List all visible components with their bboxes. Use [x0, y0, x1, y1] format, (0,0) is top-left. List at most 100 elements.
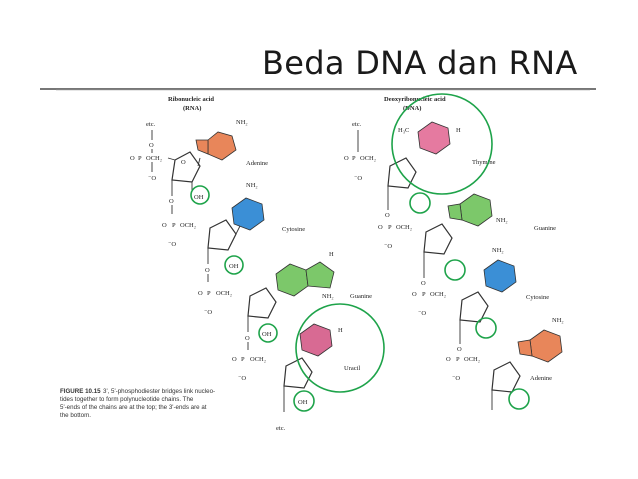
- rna-och2-1: OCH₂: [146, 155, 162, 162]
- rna-p-4: P: [241, 356, 245, 363]
- rna-bridge-o-3: O: [245, 335, 250, 342]
- rna-po-o: O: [130, 155, 135, 162]
- rna-ominus-1: ⁻O: [148, 175, 156, 182]
- caption-line-3: 5'-ends of the chains are at the top; th…: [60, 404, 207, 411]
- dna-och2-3: OCH₂: [430, 291, 446, 298]
- dna-deoxyribose-2: [423, 223, 453, 255]
- rna-och2-3: OCH₂: [216, 290, 232, 297]
- dna-deoxyribose-3: [459, 291, 489, 323]
- rna-p-2: P: [172, 222, 176, 229]
- dna-ominus-3: ⁻O: [418, 310, 426, 317]
- rna-oh-highlight-4: [293, 390, 315, 412]
- dna-h-1: H: [456, 127, 461, 134]
- rna-oh-highlight-1: [190, 185, 210, 205]
- rna-base-uracil: Uracil: [344, 365, 360, 372]
- dna-nh2-2: NH₂: [496, 217, 508, 224]
- caption-line-1: 3', 5'-phosphodiester bridges link nucle…: [103, 388, 215, 395]
- rna-ribose-4: [283, 357, 313, 389]
- dna-h-highlight-2: [444, 259, 466, 281]
- dna-p-4: P: [456, 356, 460, 363]
- dna-po-o-4: O: [446, 356, 451, 363]
- rna-ribose-2: [207, 219, 237, 251]
- dna-p-2: P: [388, 224, 392, 231]
- dna-base-adenine: Adenine: [530, 375, 552, 382]
- dna-p-3: P: [422, 291, 426, 298]
- uracil-highlight: [295, 303, 385, 393]
- rna-etc-bottom: etc.: [276, 425, 286, 432]
- dna-nucleotide-2: O P OCH₂ ⁻O NH₂ Guanine O: [378, 193, 556, 287]
- dna-bridge-o-3: O: [457, 346, 462, 353]
- dna-ominus-2: ⁻O: [384, 243, 392, 250]
- rna-ominus-2: ⁻O: [168, 241, 176, 248]
- dna-h3c: H₃C: [398, 127, 409, 134]
- title-divider: [40, 88, 596, 90]
- dna-nh2-4: NH₂: [552, 317, 564, 324]
- rna-nh2-3: NH₂: [322, 293, 334, 300]
- dna-base-cytosine: Cytosine: [526, 294, 549, 301]
- rna-nucleotide-4: O P OCH₂ ⁻O H Uracil OH etc.: [232, 303, 385, 432]
- rna-ribose-1: [171, 151, 201, 183]
- rna-ribose-3: [247, 287, 277, 319]
- rna-och2-2: OCH₂: [180, 222, 196, 229]
- rna-ominus-3: ⁻O: [204, 309, 212, 316]
- dna-h-highlight-3: [475, 317, 497, 339]
- rna-po-o-2: O: [162, 222, 167, 229]
- dna-och2-4: OCH₂: [464, 356, 480, 363]
- rna-nh2-2: NH₂: [246, 182, 258, 189]
- rna-h-4: H: [338, 327, 343, 334]
- rna-nucleotide-1: O P OCH₂ ⁻O O NH₂ Adenine OH O: [130, 119, 268, 214]
- rna-p-1: P: [138, 155, 142, 162]
- dna-nucleotide-3: O P OCH₂ ⁻O NH₂ Cytosine O: [412, 247, 549, 353]
- thymine-ring: [417, 121, 451, 155]
- caption-line-4: the bottom.: [60, 412, 91, 419]
- slide-title: Beda DNA dan RNA: [262, 44, 578, 82]
- dna-base-thymine: Thymine: [472, 159, 496, 166]
- dna-p-1: P: [352, 155, 356, 162]
- rna-po-o-4: O: [232, 356, 237, 363]
- dna-ominus-4: ⁻O: [452, 375, 460, 382]
- rna-base-guanine: Guanine: [350, 293, 372, 300]
- rna-oh-highlight-2: [224, 255, 244, 275]
- dna-etc-top: etc.: [352, 121, 362, 128]
- rna-abbr: (RNA): [183, 105, 201, 112]
- rna-heading: Ribonucleic acid: [168, 96, 214, 103]
- dna-adenine-ring: [529, 329, 563, 363]
- dna-cytosine-ring: [483, 259, 517, 293]
- dna-och2-1: OCH₂: [360, 155, 376, 162]
- rna-ominus-4: ⁻O: [238, 375, 246, 382]
- rna-base-cytosine: Cytosine: [282, 226, 305, 233]
- dna-bridge-o-1: O: [385, 212, 390, 219]
- rna-p-3: P: [207, 290, 211, 297]
- dna-abbr: (DNA): [403, 105, 421, 112]
- rna-bridge-o-1: O: [169, 198, 174, 205]
- figure-caption: FIGURE 10.15 3', 5'-phosphodiester bridg…: [60, 388, 215, 419]
- rna-oh-4: OH: [298, 399, 308, 406]
- dna-deoxyribose-4: [491, 361, 521, 393]
- dna-po-o-1: O: [344, 155, 349, 162]
- cytosine-ring: [231, 197, 265, 231]
- dna-base-guanine: Guanine: [534, 225, 556, 232]
- dna-guanine-ring: [459, 193, 493, 227]
- caption-head: FIGURE 10.15: [60, 388, 101, 395]
- dna-och2-2: OCH₂: [396, 224, 412, 231]
- rna-och2-4: OCH₂: [250, 356, 266, 363]
- rna-bridge-o-2: O: [205, 267, 210, 274]
- rna-ring-o-1: O: [181, 159, 186, 166]
- dna-heading: Deoxyribonucleic acid: [384, 96, 446, 103]
- uracil-ring: [299, 323, 333, 357]
- rna-oh-highlight-3: [258, 323, 278, 343]
- rna-h-3: H: [329, 251, 334, 258]
- rna-oh-1: OH: [194, 194, 204, 201]
- rna-po-o-3: O: [198, 290, 203, 297]
- guanine-ring: [275, 263, 309, 297]
- dna-po-o-3: O: [412, 291, 417, 298]
- rna-nh2-1: NH₂: [236, 119, 248, 126]
- rna-etc-top: etc.: [146, 121, 156, 128]
- dna-nucleotide-1: O P OCH₂ ⁻O H₃C H Thymine O: [344, 93, 496, 219]
- rna-o-1: O: [149, 142, 154, 149]
- thymine-highlight: [391, 93, 493, 195]
- dna-h-highlight-4: [508, 388, 530, 410]
- caption-line-2: tides together to form polynucleotide ch…: [60, 396, 194, 403]
- rna-oh-3: OH: [262, 331, 272, 338]
